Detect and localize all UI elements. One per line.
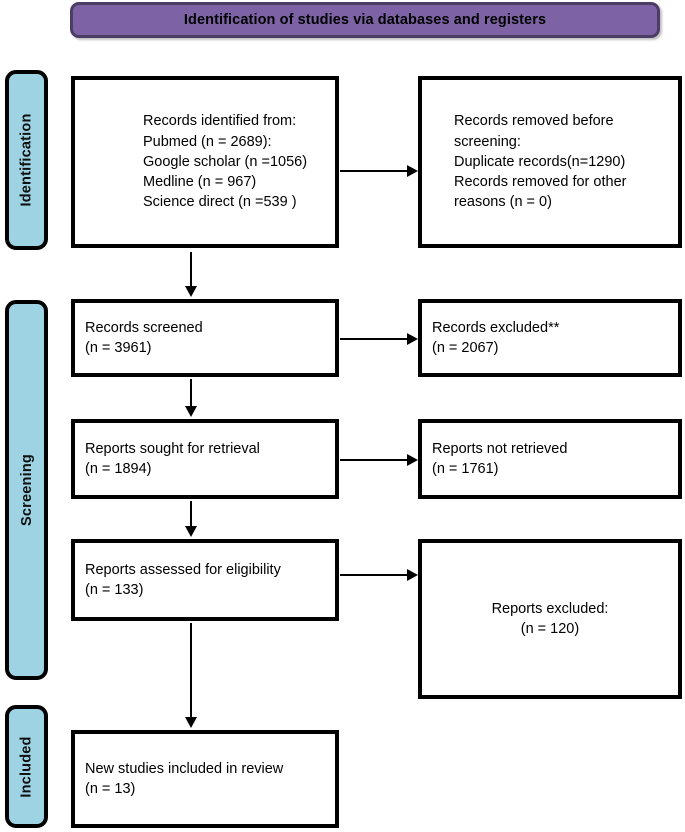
box-reports-assessed-text: Reports assessed for eligibility (n = 13…	[85, 561, 281, 598]
arrow-shaft	[340, 170, 407, 172]
arrow-shaft	[190, 623, 192, 717]
box-records-identified: Records identified from: Pubmed (n = 268…	[71, 76, 339, 248]
arrow-head	[185, 526, 197, 537]
stage-label-screening-text: Screening	[18, 454, 35, 526]
arrow-head	[185, 286, 197, 297]
box-reports-assessed: Reports assessed for eligibility (n = 13…	[71, 539, 339, 621]
arrow-shaft	[340, 338, 407, 340]
arrow-head	[407, 165, 418, 177]
box-reports-excluded-text: Reports excluded: (n = 120)	[491, 600, 609, 637]
arrow-head	[407, 569, 418, 581]
box-records-identified-text: Records identified from: Pubmed (n = 268…	[143, 113, 308, 211]
stage-label-included-text: Included	[18, 735, 35, 798]
box-reports-excluded: Reports excluded: (n = 120)	[418, 539, 682, 699]
box-records-screened: Records screened (n = 3961)	[71, 299, 339, 377]
arrow-shaft	[340, 459, 407, 461]
stage-label-identification-text: Identification	[18, 113, 35, 207]
box-new-studies-included: New studies included in review (n = 13)	[71, 730, 339, 828]
box-records-excluded: Records excluded** (n = 2067)	[418, 299, 682, 377]
banner-title: Identification of studies via databases …	[183, 12, 547, 28]
arrow-shaft	[190, 501, 192, 526]
arrow-head	[407, 333, 418, 345]
box-reports-not-retrieved: Reports not retrieved (n = 1761)	[418, 419, 682, 499]
box-reports-not-retrieved-text: Reports not retrieved (n = 1761)	[432, 440, 568, 477]
box-records-screened-text: Records screened (n = 3961)	[85, 319, 203, 356]
box-records-removed: Records removed before screening: Duplic…	[418, 76, 682, 248]
box-new-studies-included-text: New studies included in review (n = 13)	[85, 760, 284, 797]
arrow-head	[185, 406, 197, 417]
arrow-head	[185, 717, 197, 728]
arrow-shaft	[190, 252, 192, 286]
stage-label-screening: Screening	[5, 300, 48, 680]
arrow-shaft	[190, 379, 192, 406]
diagram-banner: Identification of studies via databases …	[70, 2, 660, 38]
arrow-shaft	[340, 574, 407, 576]
arrow-head	[407, 454, 418, 466]
stage-label-identification: Identification	[5, 70, 48, 250]
box-reports-sought-text: Reports sought for retrieval (n = 1894)	[85, 440, 260, 477]
box-records-removed-text: Records removed before screening: Duplic…	[454, 113, 627, 211]
box-reports-sought: Reports sought for retrieval (n = 1894)	[71, 419, 339, 499]
stage-label-included: Included	[5, 705, 48, 828]
box-records-excluded-text: Records excluded** (n = 2067)	[432, 319, 560, 356]
